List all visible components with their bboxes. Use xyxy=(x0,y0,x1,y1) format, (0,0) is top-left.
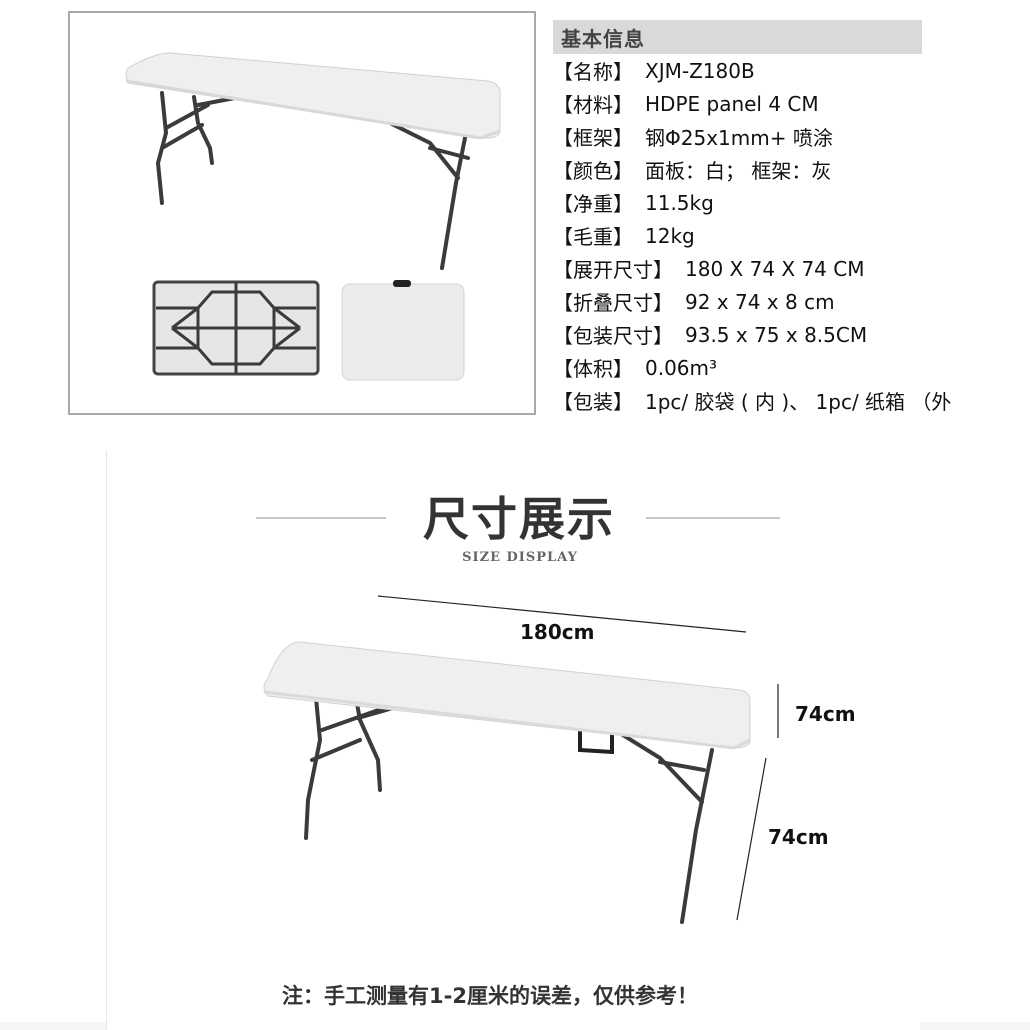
spec-key: 【折叠尺寸】 xyxy=(553,291,673,315)
spec-row-packaging: 【包装】 1pc/ 胶袋 ( 内 )、 1pc/ 纸箱 （外 xyxy=(553,384,1023,417)
spec-key: 【名称】 xyxy=(553,60,633,84)
spec-row-folded-size: 【折叠尺寸】 92 x 74 x 8 cm xyxy=(553,285,1023,318)
size-display-subtitle: SIZE DISPLAY xyxy=(462,550,578,565)
spec-value: HDPE panel 4 CM xyxy=(645,91,819,116)
spec-value: 钢Φ25x1mm+ 喷涂 xyxy=(645,126,833,150)
bottom-strip xyxy=(920,1022,1030,1030)
spec-value: 180 X 74 X 74 CM xyxy=(685,256,865,281)
measurement-note: 注：手工测量有1-2厘米的误差，仅供参考！ xyxy=(282,984,698,1008)
size-display-section: 尺寸展示 SIZE DISPLAY 180cm 74cm 74cm 注：手工测量… xyxy=(0,430,1030,1030)
spec-value: 0.06m³ xyxy=(645,355,718,380)
spec-row-color: 【颜色】 面板：白； 框架：灰 xyxy=(553,153,1023,186)
spec-row-unfolded-size: 【展开尺寸】 180 X 74 X 74 CM xyxy=(553,252,1023,285)
folded-top-image xyxy=(341,280,465,381)
dimensioned-table-image xyxy=(263,595,779,924)
spec-row-material: 【材料】 HDPE panel 4 CM xyxy=(553,87,1023,120)
height-label: 74cm xyxy=(768,825,829,849)
spec-value: 11.5kg xyxy=(645,190,714,215)
spec-value: 93.5 x 75 x 8.5CM xyxy=(685,322,868,347)
section-divider xyxy=(106,450,107,1030)
spec-key: 【框架】 xyxy=(553,126,633,150)
title-rule-left xyxy=(256,517,386,519)
spec-value: 1pc/ 胶袋 ( 内 )、 1pc/ 纸箱 （外 xyxy=(645,390,952,414)
size-display-title: 尺寸展示 xyxy=(423,492,615,546)
spec-key: 【包装尺寸】 xyxy=(553,324,673,348)
product-photo-frame xyxy=(68,11,536,415)
spec-value: 92 x 74 x 8 cm xyxy=(685,289,835,314)
spec-key: 【包装】 xyxy=(553,390,633,414)
spec-key: 【毛重】 xyxy=(553,225,633,249)
spec-key: 【材料】 xyxy=(553,93,633,117)
spec-key: 【体积】 xyxy=(553,357,633,381)
spec-key: 【净重】 xyxy=(553,192,633,216)
spec-key: 【展开尺寸】 xyxy=(553,258,673,282)
spec-row-frame: 【框架】 钢Φ25x1mm+ 喷涂 xyxy=(553,120,1023,153)
length-label: 180cm xyxy=(520,620,595,644)
spec-row-package-size: 【包装尺寸】 93.5 x 75 x 8.5CM xyxy=(553,318,1023,351)
unfolded-table-image xyxy=(125,52,501,270)
bottom-strip xyxy=(0,1022,106,1030)
basic-info-panel: 基本信息 【名称】 XJM-Z180B 【材料】 HDPE panel 4 CM… xyxy=(553,20,1023,417)
spec-row-net-weight: 【净重】 11.5kg xyxy=(553,186,1023,219)
basic-info-header: 基本信息 xyxy=(553,20,922,54)
folded-underside-image xyxy=(152,280,320,376)
title-rule-right xyxy=(646,517,780,519)
spec-value: 面板：白； 框架：灰 xyxy=(645,159,832,183)
spec-value: XJM-Z180B xyxy=(645,58,755,83)
spec-row-name: 【名称】 XJM-Z180B xyxy=(553,54,1023,87)
spec-value: 12kg xyxy=(645,223,695,248)
spec-row-volume: 【体积】 0.06m³ xyxy=(553,351,1023,384)
spec-key: 【颜色】 xyxy=(553,159,633,183)
width-label: 74cm xyxy=(795,702,856,726)
spec-row-gross-weight: 【毛重】 12kg xyxy=(553,219,1023,252)
